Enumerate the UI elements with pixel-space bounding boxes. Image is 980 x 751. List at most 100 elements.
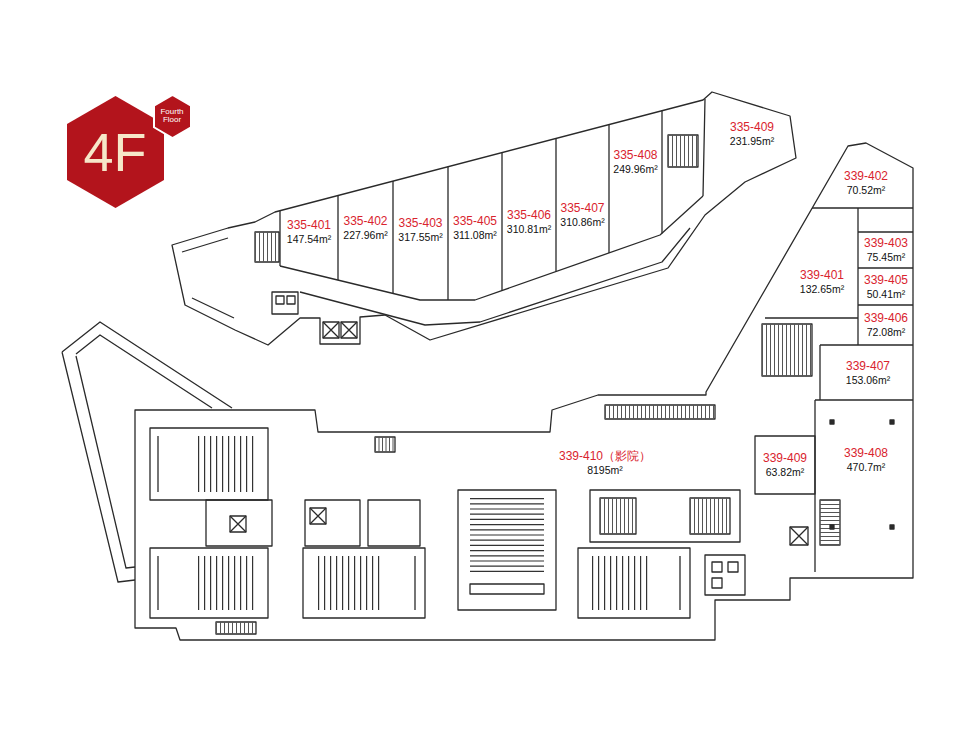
- stair-block: [820, 500, 840, 545]
- stair-hatch: [820, 500, 840, 545]
- toilet-fixtures: [712, 562, 738, 588]
- elevator-cross: [323, 322, 357, 338]
- cinema-hall: [150, 548, 268, 618]
- unit-number: 335-408: [613, 149, 657, 163]
- stair-hatch: [600, 498, 636, 534]
- unit-number: 339-405: [864, 274, 908, 288]
- stair-hatch: [690, 498, 730, 534]
- stair-hatch: [762, 324, 812, 376]
- cinema-screen: [157, 556, 158, 610]
- unit-area: 310.81m²: [507, 223, 551, 235]
- unit-number: 335-403: [398, 217, 442, 231]
- unit-area: 227.96m²: [343, 229, 387, 241]
- cinema-hall: [578, 548, 690, 618]
- floor-label: Fourth Floor: [157, 108, 187, 125]
- unit-number: 339-408: [844, 447, 888, 461]
- stair-block: [690, 498, 730, 534]
- unit-wall: [765, 208, 913, 572]
- service-core: [305, 500, 360, 546]
- plaza-outline: [76, 335, 212, 568]
- shop-unit: 335-407310.86m²: [558, 201, 606, 229]
- shop-unit: 335-409231.95m²: [728, 120, 776, 148]
- unit-area: 249.96m²: [613, 163, 657, 175]
- escalator-steps: [605, 405, 715, 419]
- cinema-screen: [414, 556, 415, 610]
- pillar: [830, 420, 894, 529]
- seat-rows: [198, 556, 258, 610]
- hexagon-fill: [67, 96, 164, 208]
- stair-hatch: [375, 437, 395, 452]
- unit-number: 335-406: [507, 209, 551, 223]
- unit-area: 70.52m²: [844, 184, 888, 196]
- shop-unit: 339-40550.41m²: [862, 273, 910, 301]
- unit-area: 8195m²: [559, 464, 651, 476]
- unit-area: 147.54m²: [287, 233, 331, 245]
- shop-unit: 335-402227.96m²: [341, 214, 389, 242]
- toilet-fixtures: [276, 296, 295, 304]
- shop-unit: 339-408470.7m²: [842, 446, 890, 474]
- unit-wall: [755, 436, 815, 494]
- cinema-screen: [679, 556, 680, 610]
- shop-unit: 339-401132.65m²: [798, 268, 846, 296]
- unit-area: 231.95m²: [730, 135, 774, 147]
- stair-hatch: [255, 232, 279, 262]
- unit-number: 339-402: [844, 170, 888, 184]
- shop-unit: 339-407153.06m²: [844, 359, 892, 387]
- stair-block: [255, 232, 279, 262]
- shop-unit: 339-40375.45m²: [862, 236, 910, 264]
- unit-area: 153.06m²: [846, 374, 890, 386]
- unit-number: 339-410（影院）: [559, 450, 651, 464]
- shop-unit: 335-401147.54m²: [285, 218, 333, 246]
- corridor-line: [300, 228, 690, 325]
- unit-number: 335-401: [287, 219, 331, 233]
- unit-number: 335-405: [453, 215, 497, 229]
- floor-badge-small: Fourth Floor: [154, 95, 191, 138]
- stair-block: [668, 135, 698, 167]
- unit-number: 339-401: [800, 269, 844, 283]
- unit-area: 50.41m²: [864, 288, 908, 300]
- unit-area: 75.45m²: [864, 251, 908, 263]
- cinema-hall: [458, 490, 556, 610]
- cinema-hall: [303, 548, 425, 618]
- unit-number: 339-406: [864, 312, 908, 326]
- unit-area: 63.82m²: [763, 466, 807, 478]
- toilet-block: [705, 555, 745, 595]
- shop-unit: 335-405311.08m²: [451, 214, 499, 242]
- service-core: [368, 500, 420, 546]
- shop-unit: 335-408249.96m²: [611, 148, 659, 176]
- building-outline: [135, 143, 913, 640]
- stair-block: [216, 622, 256, 634]
- stair-block: [762, 324, 812, 376]
- toilet-block: [272, 292, 298, 314]
- unit-number: 335-407: [560, 202, 604, 216]
- unit-number: 335-409: [730, 121, 774, 135]
- unit-number: 339-403: [864, 237, 908, 251]
- shop-unit: 339-40672.08m²: [862, 311, 910, 339]
- shop-front-line: [280, 196, 703, 300]
- seat-rows: [470, 498, 544, 575]
- unit-area: 72.08m²: [864, 326, 908, 338]
- unit-area: 311.08m²: [453, 229, 497, 241]
- unit-number: 339-409: [763, 452, 807, 466]
- unit-area: 310.86m²: [560, 216, 604, 228]
- elevator-cross: [790, 527, 808, 545]
- elevator-cross: [230, 508, 326, 532]
- unit-number: 339-407: [846, 360, 890, 374]
- cinema-unit: 339-410（影院）8195m²: [557, 449, 653, 477]
- shop-unit: 339-40963.82m²: [761, 451, 809, 479]
- shop-divider: [280, 99, 705, 300]
- building-outline: [172, 92, 796, 345]
- elevator: [790, 527, 808, 545]
- cinema-hall: [150, 428, 268, 500]
- cinema-screen: [470, 584, 544, 594]
- escalator: [605, 405, 715, 419]
- hexagon-fill: [154, 95, 191, 138]
- stair-block: [375, 437, 395, 452]
- stair-hatch: [216, 622, 256, 634]
- seat-rows: [318, 556, 380, 610]
- shop-unit: 335-403317.55m²: [396, 216, 444, 244]
- unit-number: 335-402: [343, 215, 387, 229]
- floor-label: 4F: [83, 125, 146, 179]
